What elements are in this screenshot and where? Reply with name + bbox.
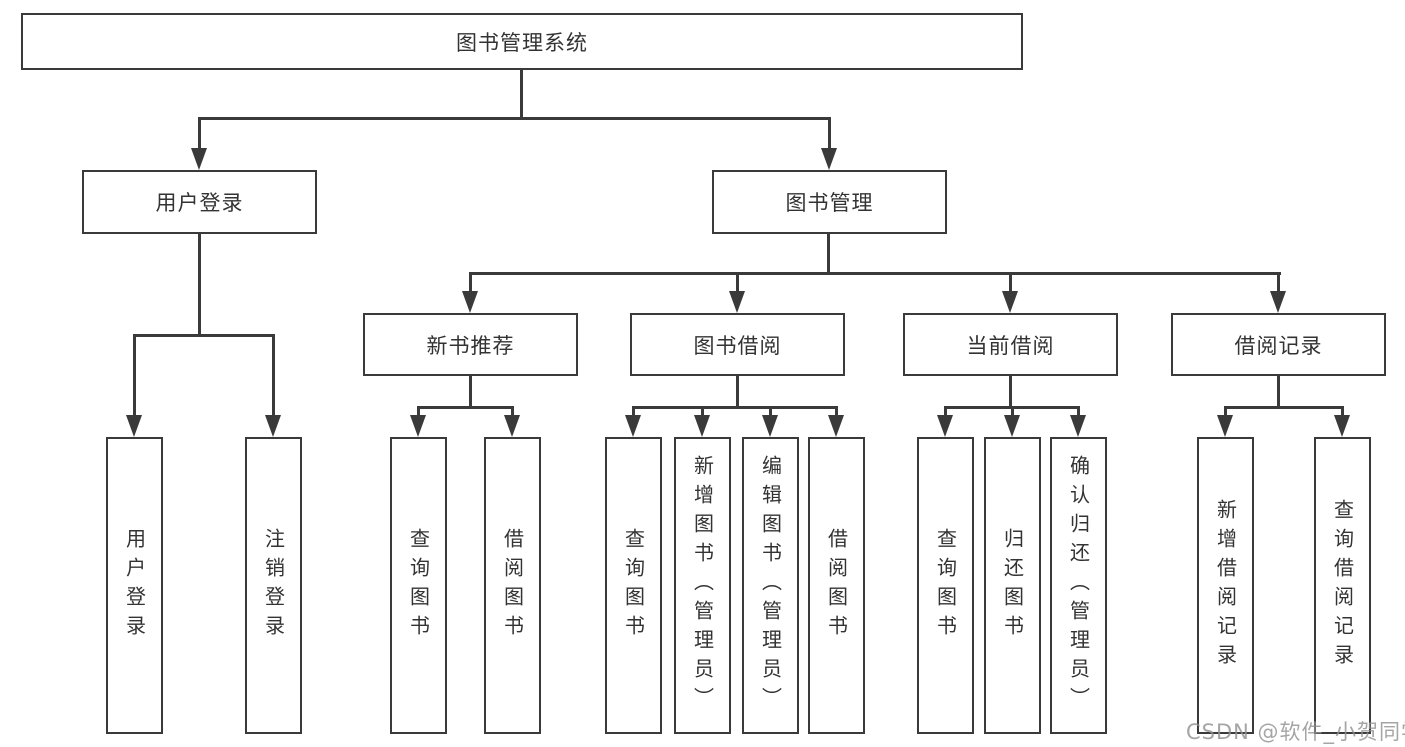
connector-vline — [1009, 376, 1012, 407]
connector-vline — [1277, 273, 1280, 301]
node-new-book-recommend-label: 新书推荐 — [426, 333, 515, 358]
arrow-down-icon — [504, 415, 520, 437]
leaf-logout-label: 注销登录 — [261, 527, 286, 644]
leaf-borrow-books-2: 借阅图书 — [808, 437, 865, 734]
arrow-down-icon — [694, 415, 710, 437]
arrow-down-icon — [762, 415, 778, 437]
leaf-user-login-label: 用户登录 — [122, 527, 147, 644]
node-book-management-label: 图书管理 — [785, 191, 874, 215]
leaf-add-borrow-record-label: 新增借阅记录 — [1213, 498, 1238, 673]
leaf-return-books: 归还图书 — [984, 437, 1041, 734]
leaf-add-books-admin: 新增图书（管理员） — [674, 437, 731, 734]
arrow-down-icon — [1070, 415, 1086, 437]
arrow-down-icon — [1334, 415, 1350, 437]
arrow-down-icon — [729, 291, 745, 313]
leaf-add-borrow-record: 新增借阅记录 — [1197, 437, 1254, 734]
leaf-query-borrow-record-label: 查询借阅记录 — [1330, 498, 1355, 673]
arrow-down-icon — [1004, 415, 1020, 437]
connector-vline — [133, 335, 136, 425]
leaf-add-books-admin-label: 新增图书（管理员） — [690, 455, 715, 716]
node-book-management: 图书管理 — [712, 170, 947, 234]
node-book-borrow: 图书借阅 — [630, 313, 845, 376]
leaf-borrow-books-1: 借阅图书 — [484, 437, 541, 734]
arrow-down-icon — [625, 415, 641, 437]
node-root: 图书管理系统 — [21, 13, 1023, 70]
connector-vline — [520, 70, 523, 118]
connector-vline — [469, 273, 472, 301]
arrow-down-icon — [126, 415, 142, 437]
leaf-query-books-1-label: 查询图书 — [406, 527, 431, 644]
connector-vline — [198, 234, 201, 335]
leaf-return-books-label: 归还图书 — [1000, 527, 1025, 644]
leaf-query-borrow-record: 查询借阅记录 — [1314, 437, 1371, 734]
leaf-user-login: 用户登录 — [106, 437, 163, 734]
connector-vline — [469, 376, 472, 407]
arrow-down-icon — [410, 415, 426, 437]
connector-vline — [1277, 376, 1280, 407]
node-book-borrow-label: 图书借阅 — [693, 333, 782, 358]
node-user-login: 用户登录 — [82, 170, 317, 234]
node-borrow-record: 借阅记录 — [1171, 313, 1386, 376]
leaf-borrow-books-1-label: 借阅图书 — [500, 527, 525, 644]
leaf-query-books-2-label: 查询图书 — [621, 527, 646, 644]
node-user-login-label: 用户登录 — [155, 191, 244, 215]
connector-vline — [272, 335, 275, 425]
arrow-down-icon — [821, 148, 837, 170]
leaf-query-books-3-label: 查询图书 — [933, 527, 958, 644]
connector-vline — [736, 273, 739, 301]
leaf-edit-books-admin-label: 编辑图书（管理员） — [758, 455, 783, 716]
node-new-book-recommend: 新书推荐 — [363, 313, 578, 376]
leaf-confirm-return-admin-label: 确认归还（管理员） — [1066, 455, 1091, 716]
csdn-watermark: CSDN @软件_小贺同学 — [1186, 720, 1405, 744]
connector-vline — [827, 234, 830, 273]
arrow-down-icon — [1002, 291, 1018, 313]
connector-vline — [736, 376, 739, 407]
connector-hline — [417, 406, 514, 409]
connector-hline — [469, 272, 1281, 275]
connector-hline — [198, 117, 831, 120]
connector-hline — [1224, 406, 1344, 409]
leaf-query-books-3: 查询图书 — [917, 437, 974, 734]
leaf-query-books-1: 查询图书 — [390, 437, 447, 734]
arrow-down-icon — [937, 415, 953, 437]
node-root-label: 图书管理系统 — [456, 30, 588, 55]
leaf-edit-books-admin: 编辑图书（管理员） — [742, 437, 799, 734]
connector-vline — [198, 118, 201, 158]
connector-hline — [632, 406, 838, 409]
leaf-borrow-books-2-label: 借阅图书 — [824, 527, 849, 644]
arrow-down-icon — [1270, 291, 1286, 313]
arrow-down-icon — [462, 291, 478, 313]
arrow-down-icon — [265, 415, 281, 437]
connector-vline — [828, 118, 831, 158]
connector-vline — [1009, 273, 1012, 301]
node-current-borrow: 当前借阅 — [903, 313, 1118, 376]
arrow-down-icon — [191, 148, 207, 170]
leaf-query-books-2: 查询图书 — [605, 437, 662, 734]
leaf-confirm-return-admin: 确认归还（管理员） — [1050, 437, 1107, 734]
node-current-borrow-label: 当前借阅 — [966, 333, 1055, 358]
leaf-logout: 注销登录 — [245, 437, 302, 734]
connector-hline — [133, 334, 275, 337]
arrow-down-icon — [828, 415, 844, 437]
arrow-down-icon — [1217, 415, 1233, 437]
node-borrow-record-label: 借阅记录 — [1234, 333, 1323, 358]
